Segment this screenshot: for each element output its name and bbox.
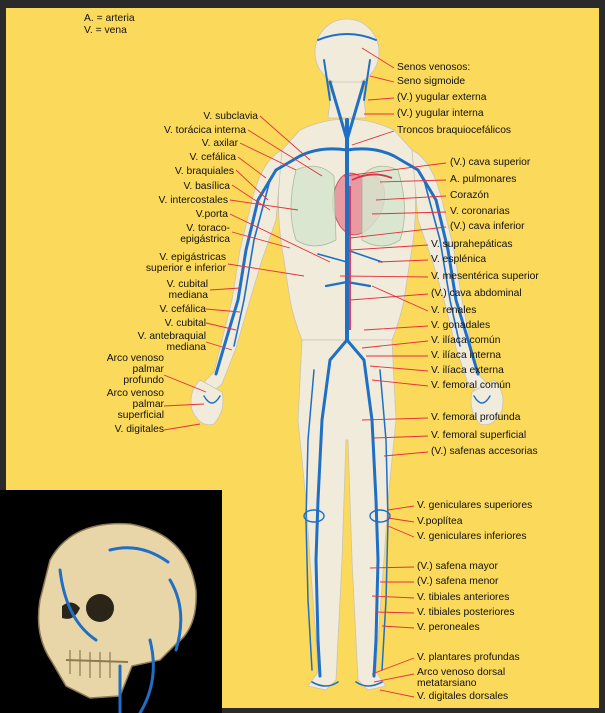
label-arco-palmar-profundo-3: profundo xyxy=(123,375,164,386)
label-geniculares-inferiores: V. geniculares inferiores xyxy=(417,531,527,542)
label-seno-sigmoide: Seno sigmoide xyxy=(397,76,465,87)
legend-arteria: A. = arteria xyxy=(84,13,135,25)
label-v-cubital-mediana-2: mediana xyxy=(169,290,209,301)
label-v-cubital: V. cubital xyxy=(165,318,206,329)
label-femoral-profunda: V. femoral profunda xyxy=(431,412,521,423)
label-v-subclavia: V. subclavia xyxy=(203,111,258,122)
label-cava-abdominal: (V.) cava abdominal xyxy=(431,288,522,299)
label-peroneales: V. peroneales xyxy=(417,622,480,633)
skull-illustration xyxy=(0,490,222,713)
label-v-antebraquial-2: mediana xyxy=(167,342,207,353)
label-arco-palmar-profundo-2: palmar xyxy=(133,364,164,375)
legend: A. = arteria V. = vena xyxy=(84,13,135,36)
label-corazon: Corazón xyxy=(450,190,489,201)
label-arco-palmar-profundo-1: Arco venoso xyxy=(107,353,164,364)
label-cava-inferior: (V.) cava inferior xyxy=(450,221,525,232)
label-safena-mayor: (V.) safena mayor xyxy=(417,561,498,572)
label-esplenica: V. esplénica xyxy=(431,254,486,265)
label-arco-palmar-superficial-3: superficial xyxy=(118,410,164,421)
label-v-porta: V.porta xyxy=(196,209,228,220)
label-tibiales-posteriores: V. tibiales posteriores xyxy=(417,607,515,618)
label-femoral-comun: V. femoral común xyxy=(431,380,511,391)
label-suprahepaticas: V. suprahepáticas xyxy=(431,239,512,250)
label-senos-venosos: Senos venosos: xyxy=(397,62,470,73)
label-v-toraco-2: epigástrica xyxy=(180,234,230,245)
label-v-axilar: V. axilar xyxy=(202,138,238,149)
label-v-cefalica-1: V. cefálica xyxy=(189,152,236,163)
label-arco-dorsal-2: metatarsiano xyxy=(417,678,477,689)
legend-vena: V. = vena xyxy=(84,25,135,37)
label-renales: V. renales xyxy=(431,305,476,316)
label-iliaca-externa: V. ilíaca externa xyxy=(431,365,504,376)
label-v-epigastricas-2: superior e inferior xyxy=(146,263,226,274)
label-v-basilica: V. basílica xyxy=(183,181,230,192)
label-gonadales: V. gonadales xyxy=(431,320,490,331)
label-arco-dorsal-1: Arco venoso dorsal xyxy=(417,667,505,678)
label-digitales-dorsales: V. digitales dorsales xyxy=(417,691,508,702)
label-yugular-externa: (V.) yugular externa xyxy=(397,92,486,103)
label-v-antebraquial-1: V. antebraquial xyxy=(138,331,206,342)
label-troncos-braquiocefalicos: Troncos braquiocefálicos xyxy=(397,125,511,136)
label-arco-palmar-superficial-1: Arco venoso xyxy=(107,388,164,399)
label-v-intercostales: V. intercostales xyxy=(159,195,228,206)
label-v-digitales: V. digitales xyxy=(115,424,164,435)
label-a-pulmonares: A. pulmonares xyxy=(450,174,516,185)
label-v-cefalica-2: V. cefálica xyxy=(159,304,206,315)
label-cava-superior: (V.) cava superior xyxy=(450,157,530,168)
label-mesenterica-superior: V. mesentérica superior xyxy=(431,271,539,282)
label-iliaca-comun: V. ilíaca común xyxy=(431,335,500,346)
label-geniculares-superiores: V. geniculares superiores xyxy=(417,500,532,511)
label-v-toraco-1: V. toraco- xyxy=(186,223,230,234)
label-plantares-profundas: V. plantares profundas xyxy=(417,652,520,663)
label-arco-palmar-superficial-2: palmar xyxy=(133,399,164,410)
label-v-coronarias: V. coronarias xyxy=(450,206,510,217)
label-v-toracica-interna: V. torácica interna xyxy=(164,125,246,136)
skull-inset xyxy=(0,490,222,713)
label-tibiales-anteriores: V. tibiales anteriores xyxy=(417,592,509,603)
label-femoral-superficial: V. femoral superficial xyxy=(431,430,526,441)
label-safena-menor: (V.) safena menor xyxy=(417,576,498,587)
label-v-cubital-mediana-1: V. cubital xyxy=(167,279,208,290)
label-poplitea: V.poplítea xyxy=(417,516,462,527)
label-v-epigastricas-1: V. epigástricas xyxy=(159,252,226,263)
label-yugular-interna: (V.) yugular interna xyxy=(397,108,484,119)
label-safenas-accesorias: (V.) safenas accesorias xyxy=(431,446,538,457)
label-v-braquiales: V. braquiales xyxy=(175,166,234,177)
label-iliaca-interna: V. ilíaca interna xyxy=(431,350,501,361)
